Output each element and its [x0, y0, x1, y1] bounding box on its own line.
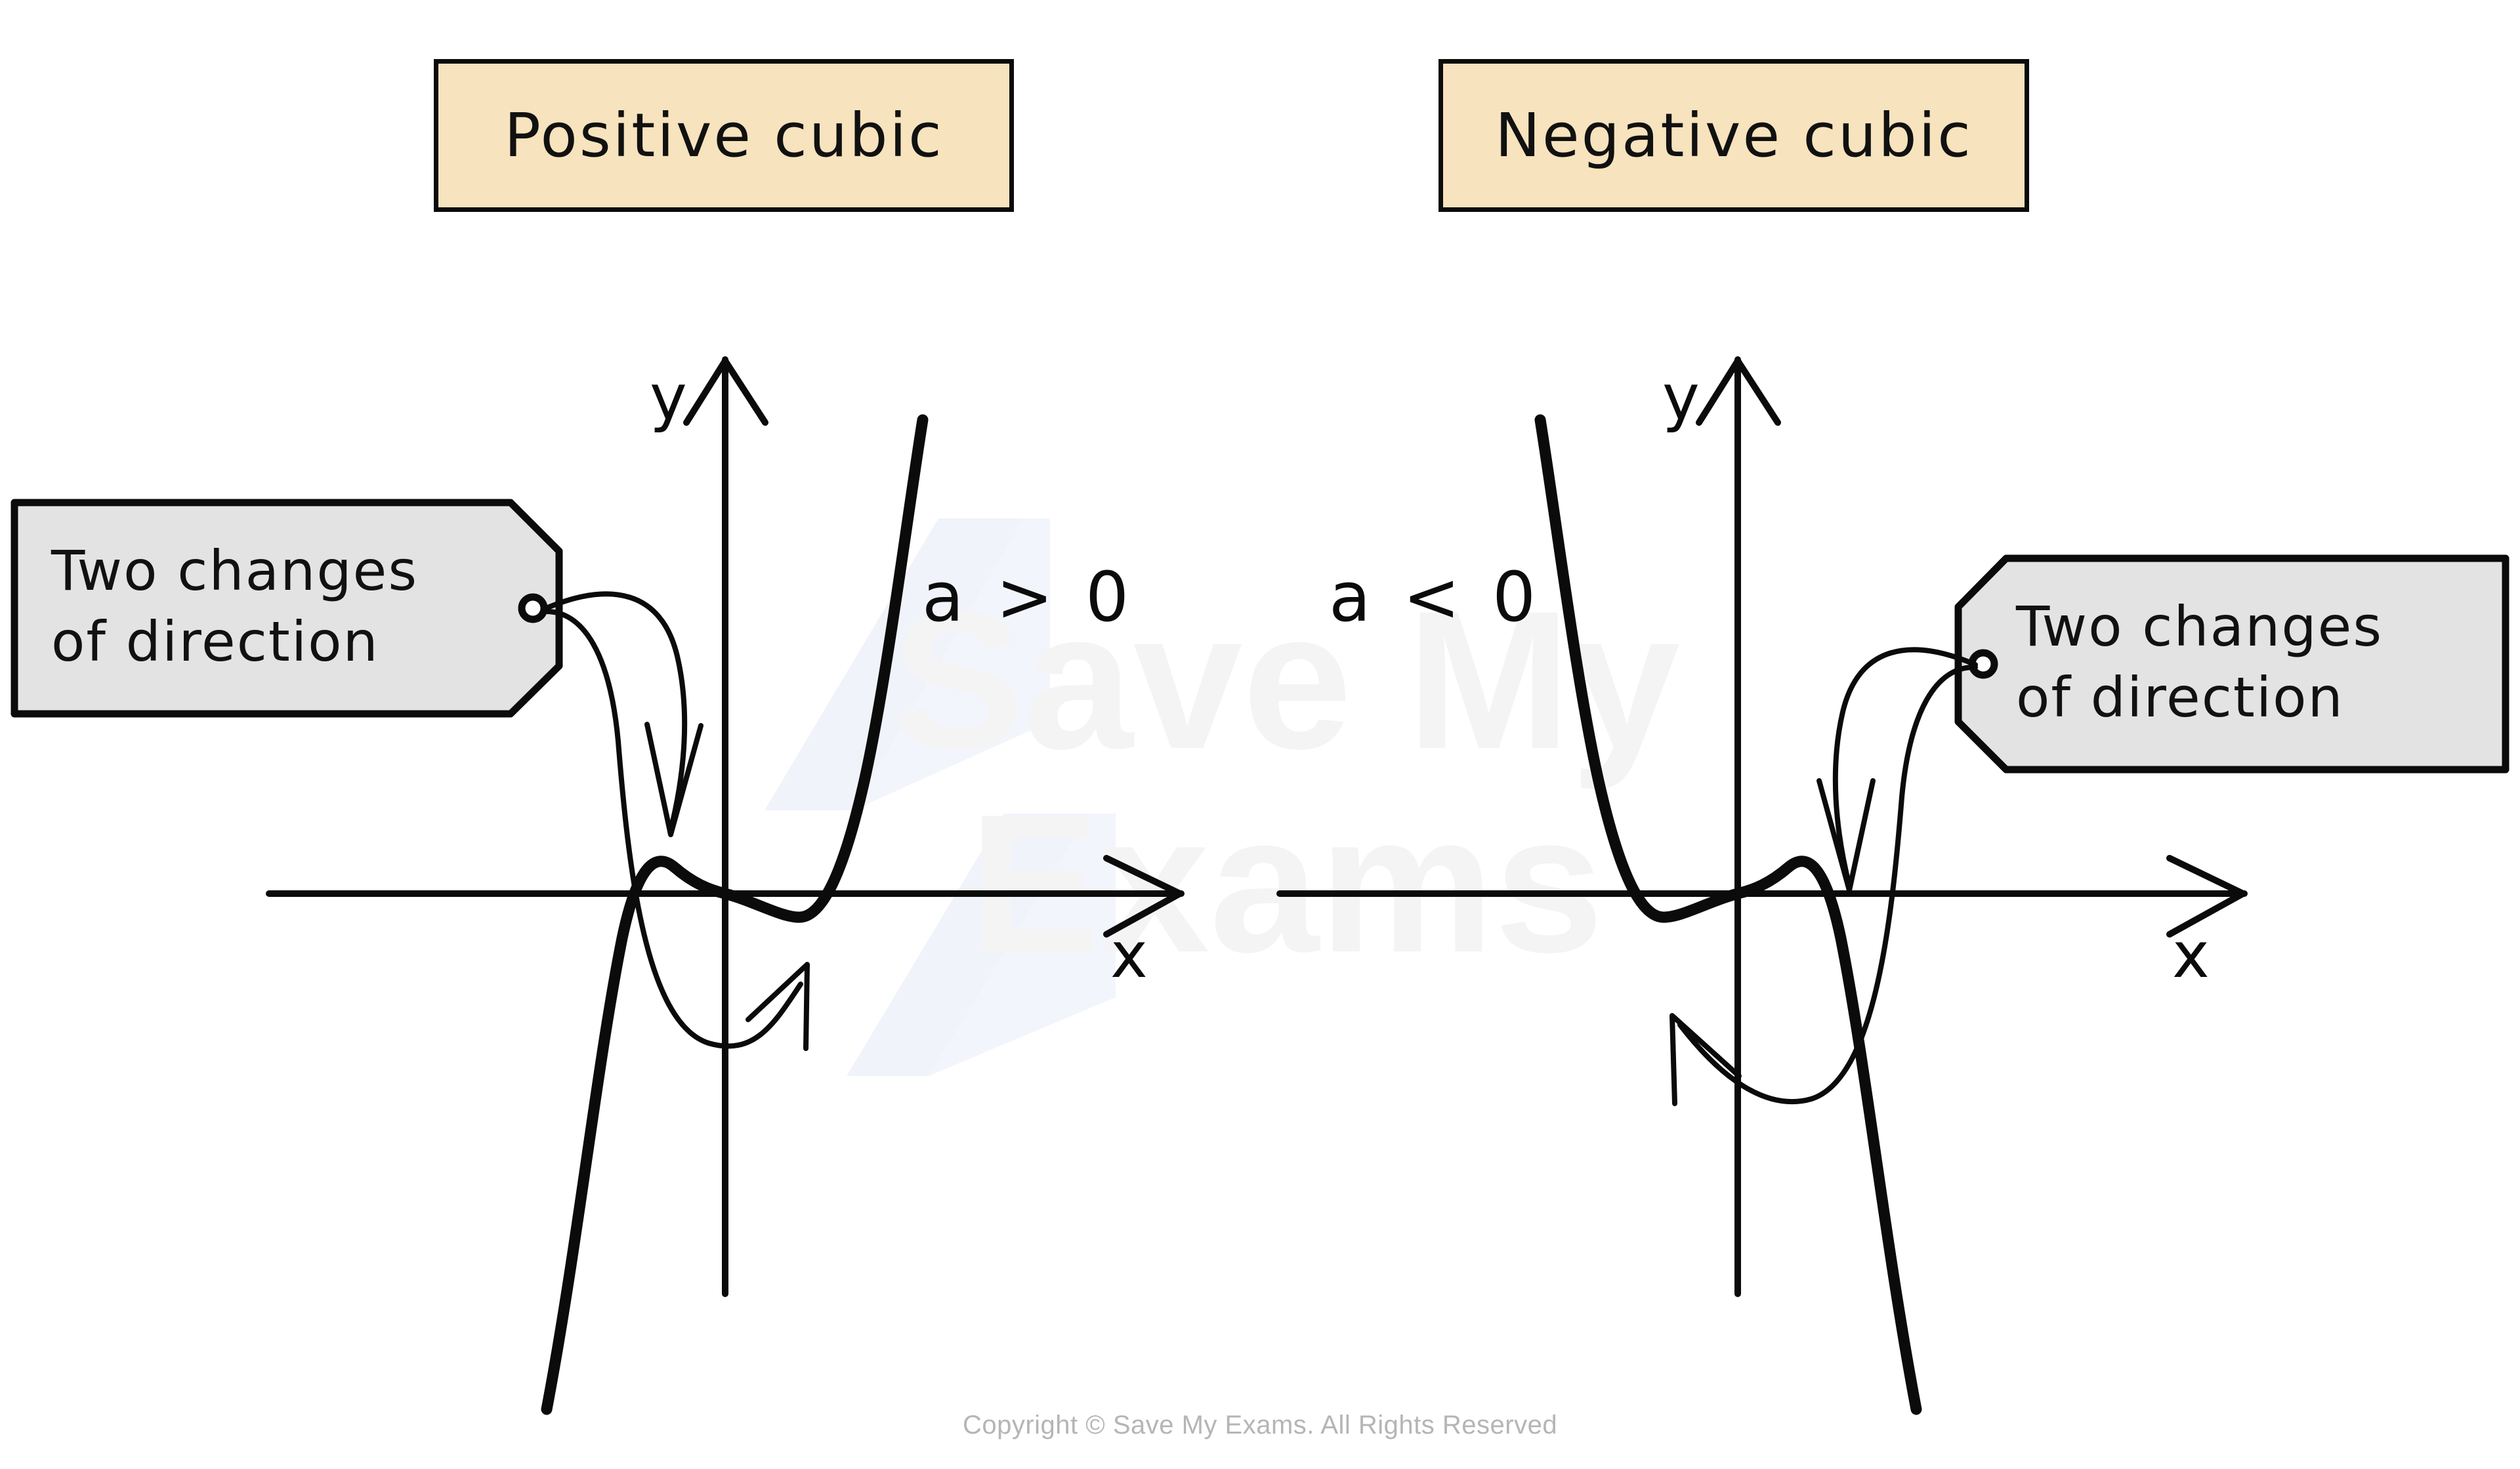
- left-cubic-curve: [541, 414, 929, 1415]
- left-callout-line1: Two changes: [51, 539, 419, 604]
- positive-cubic-title-box: Positive cubic: [434, 59, 1014, 212]
- left-x-axis-arrowhead-icon: [1103, 855, 1183, 938]
- watermark-line1: Save My: [892, 569, 1682, 791]
- left-y-axis: [683, 356, 768, 1297]
- right-y-axis: [1696, 356, 1781, 1297]
- left-x-axis-label: x: [1110, 919, 1148, 992]
- right-arrow-1-head-icon: [1816, 778, 1876, 893]
- save-my-exams-bolt-icon: [765, 518, 1116, 1076]
- copyright-footer: Copyright © Save My Exams. All Rights Re…: [962, 1411, 1558, 1439]
- right-x-axis: [1276, 855, 2248, 938]
- right-annotation-arrow-to-max: [1816, 647, 1978, 893]
- left-graph: [266, 356, 1185, 1415]
- left-arrow-1-head-icon: [644, 722, 704, 837]
- right-y-axis-label: y: [1662, 361, 1700, 434]
- left-annotation-arrow-to-min: [542, 608, 810, 1051]
- left-annotation-arrow-to-max: [542, 591, 704, 837]
- right-y-axis-arrowhead-icon: [1696, 358, 1781, 426]
- right-callout-line1: Two changes: [2016, 594, 2384, 659]
- right-coefficient-label: a < 0: [1329, 557, 1542, 637]
- left-coefficient-label: a > 0: [922, 557, 1135, 637]
- right-annotation-arrow-to-min: [1670, 664, 1978, 1106]
- negative-cubic-title-label: Negative cubic: [1495, 100, 1973, 171]
- left-callout-tag: Two changes of direction: [14, 499, 559, 715]
- left-y-axis-label: y: [650, 361, 687, 434]
- right-callout-tag-shape: [1954, 554, 2510, 774]
- right-callout-line2: of direction: [2016, 665, 2344, 730]
- right-cubic-curve: [1534, 414, 1922, 1415]
- right-callout-tag: Two changes of direction: [1950, 554, 2502, 771]
- right-arrow-2-head-icon: [1670, 1013, 1742, 1106]
- left-callout-tag-shape: [10, 499, 563, 718]
- negative-cubic-title-box: Negative cubic: [1438, 59, 2029, 212]
- right-x-axis-arrowhead-icon: [2166, 855, 2246, 938]
- left-arrow-2-head-icon: [746, 962, 810, 1051]
- left-callout-line2: of direction: [51, 610, 379, 674]
- right-x-axis-label: x: [2172, 919, 2210, 992]
- right-graph: [1276, 356, 2248, 1415]
- left-y-axis-arrowhead-icon: [683, 358, 768, 426]
- watermark-line2: Exams: [969, 773, 1603, 993]
- positive-cubic-title-label: Positive cubic: [504, 100, 944, 171]
